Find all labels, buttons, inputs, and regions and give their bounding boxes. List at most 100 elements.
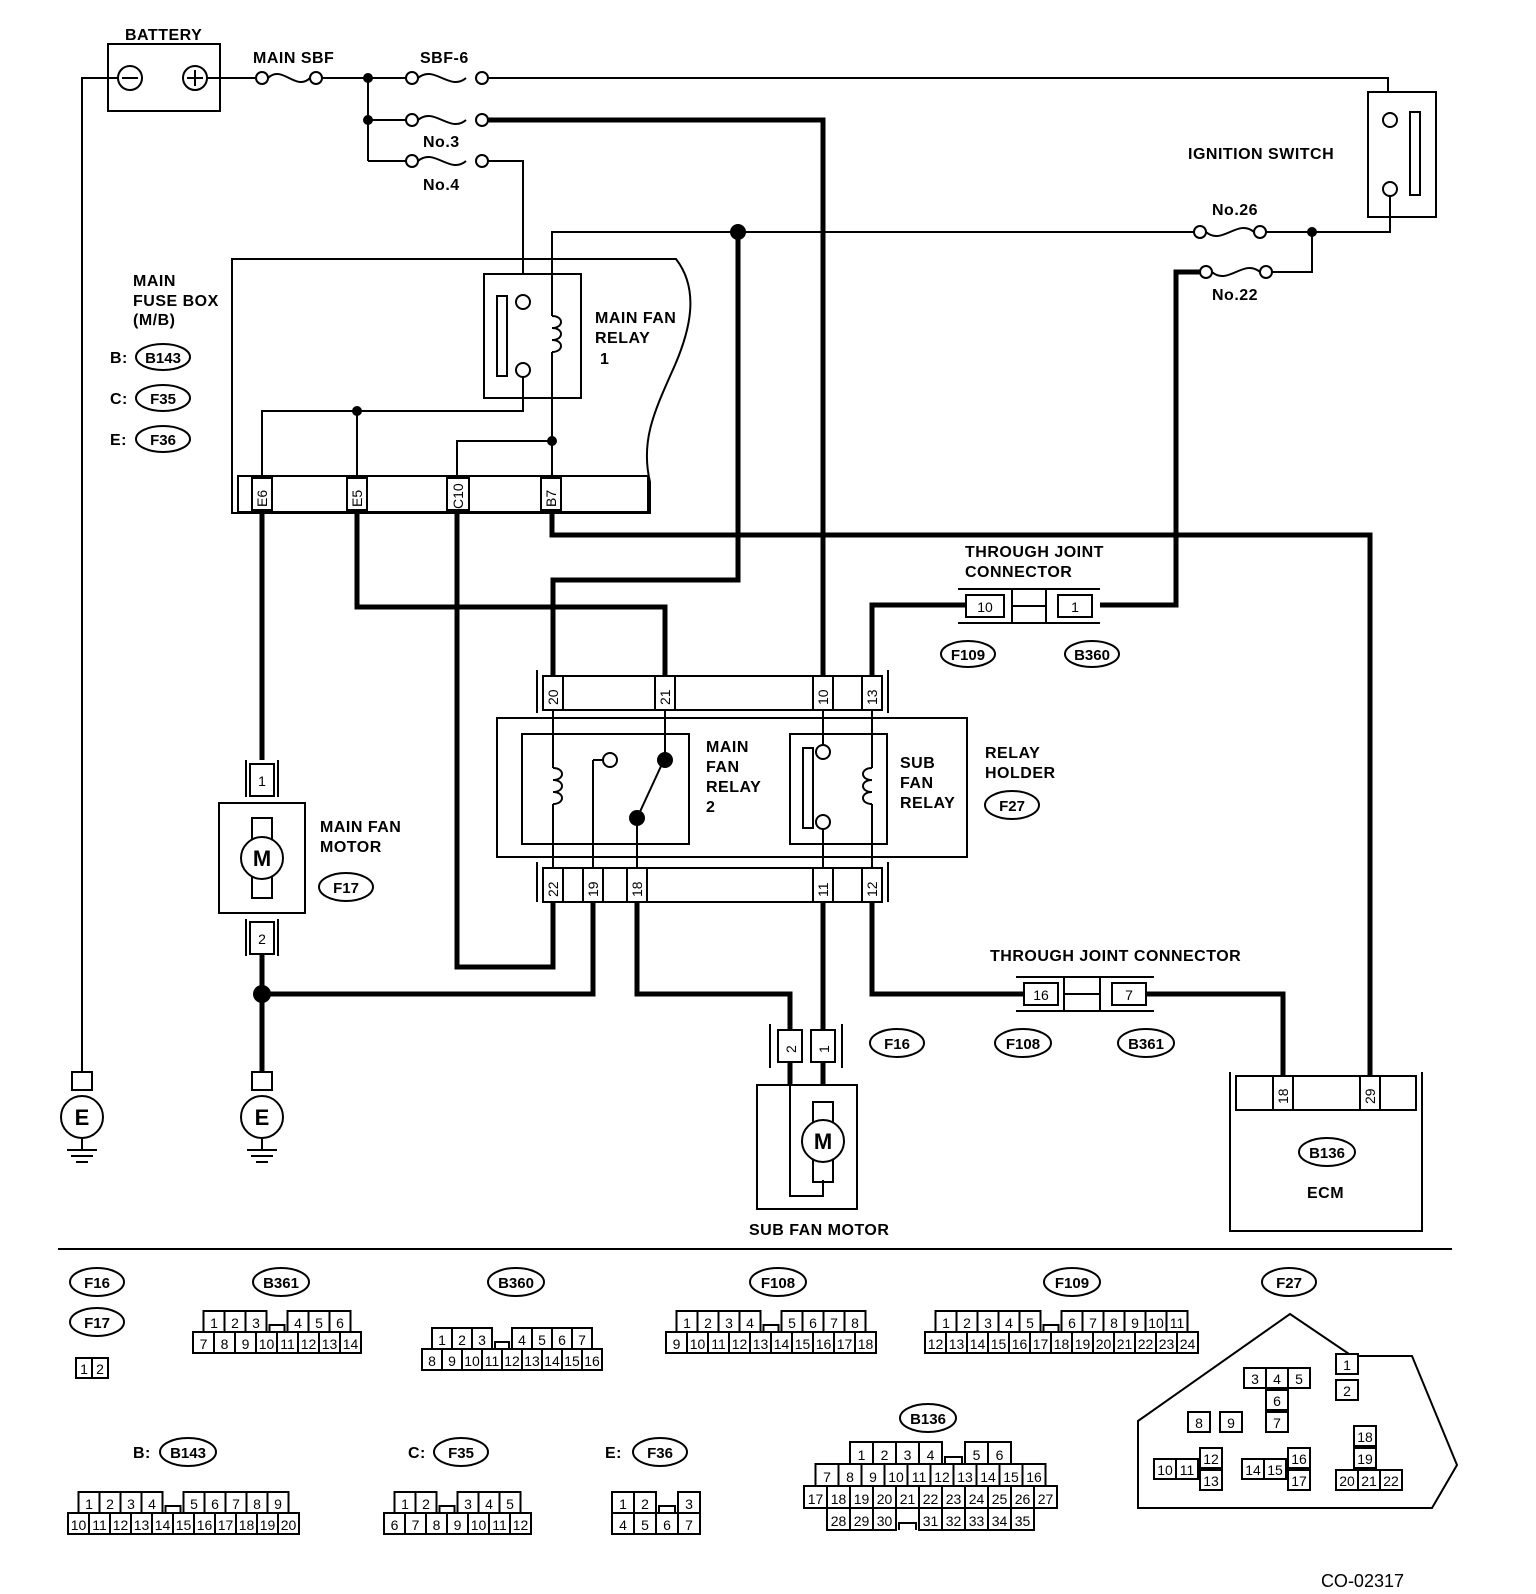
legend-pin-number: 9 [274,1496,282,1512]
legend-pin-number: 17 [1033,1336,1049,1352]
legend-pin-number: 10 [690,1336,706,1352]
main-fan-relay-2-label-1: MAIN [706,739,749,756]
main-fuse-box: MAIN FUSE BOX (M/B) B: B143 C: F35 E: F3… [110,258,692,514]
legend-pin-number: 10 [1157,1462,1173,1478]
legend-pin-number: 1 [438,1332,446,1348]
main-fan-relay-2-label-4: 2 [706,799,715,816]
legend-pin-number: 12 [113,1517,129,1533]
main-fan-motor: 1 M 2 MAIN FAN MOTOR F17 [218,760,401,956]
legend-pin-number: 10 [464,1353,480,1369]
legend-pin-number: 2 [96,1361,104,1377]
main-fan-relay-1-label-2: RELAY [595,330,650,347]
ecm-pin-18: 18 [1275,1088,1291,1104]
legend-pin-number: 8 [221,1336,229,1352]
legend-pin-number: 2 [641,1496,649,1512]
legend-pin-number: 2 [963,1315,971,1331]
legend-pin-cell [509,1512,532,1535]
pin-11: 11 [815,882,831,897]
legend-b361-tag: B361 [263,1275,299,1292]
main-fan-relay-2-label-2: FAN [706,759,740,776]
legend-pin-number: 13 [753,1336,769,1352]
connector-f17-tag: F17 [333,880,359,897]
pin-b7: B7 [543,490,559,507]
legend-pin-number: 14 [544,1353,560,1369]
sub-fan-relay-label-3: RELAY [900,795,955,812]
legend-pin-number: 2 [881,1447,889,1463]
legend-pin-number: 4 [1005,1315,1013,1331]
legend-pin-number: 1 [85,1496,93,1512]
legend-pin-cell [872,1507,897,1531]
legend-pin-number: 17 [1291,1473,1307,1489]
main-fan-relay-1-label-3: 1 [600,351,609,368]
legend-pin-number: 9 [242,1336,250,1352]
legend-pin-number: 3 [252,1315,260,1331]
legend-pin-number: 31 [923,1513,939,1529]
legend-pin-number: 21 [1361,1473,1377,1489]
sub-fan-motor-pin-2: 2 [783,1045,799,1053]
legend-pin-number: 34 [992,1513,1008,1529]
relay-holder-label-1: RELAY [985,745,1040,762]
legend-pin-number: 7 [830,1315,838,1331]
legend-pin-number: 3 [984,1315,992,1331]
legend-pin-number: 6 [211,1496,219,1512]
ground-left-e: E [75,1105,90,1130]
legend-pin-number: 12 [513,1517,529,1533]
tjc-pin-7: 7 [1125,987,1133,1003]
main-fan-motor-m: M [253,846,271,871]
legend-pin-number: 9 [448,1353,456,1369]
legend-pin-number: 4 [746,1315,754,1331]
legend-pin-cell [1199,1447,1223,1469]
ecm-pin-29: 29 [1362,1088,1378,1104]
ignition-switch: IGNITION SWITCH [1188,91,1437,218]
legend-pin-number: 8 [846,1469,854,1485]
legend-pin-number: 6 [1068,1315,1076,1331]
legend-f36-tag: F36 [647,1445,673,1462]
legend-pin-number: 11 [492,1517,507,1533]
fuse-no22: No.22 [1199,265,1273,304]
legend-pin-number: 1 [619,1496,627,1512]
e-prefix: E: [110,432,127,449]
legend-key-notch [164,1505,182,1513]
through-joint-connector-2: THROUGH JOINT CONNECTOR 16 7 F108 B361 [990,948,1241,1058]
sub-fan-relay-label-2: FAN [900,775,934,792]
legend-pin-number: 5 [506,1496,514,1512]
legend-pin-number: 8 [851,1315,859,1331]
legend-pin-number: 4 [927,1447,935,1463]
legend-pin-number: 9 [454,1517,462,1533]
legend-key-notch [898,1522,917,1530]
legend-pin-number: 7 [200,1336,208,1352]
legend-pin-cell [854,1331,877,1354]
legend-pin-number: 7 [1089,1315,1097,1331]
legend-pin-number: 14 [980,1469,996,1485]
main-fan-motor-label-2: MOTOR [320,839,382,856]
tjc1-label-1: THROUGH JOINT [965,544,1104,561]
legend-pin-cell [1379,1469,1403,1491]
junction-dot [253,985,271,1003]
legend-pin-number: 15 [564,1353,580,1369]
legend-pin-number: 22 [1383,1473,1399,1489]
connector-b361-tag: B361 [1128,1036,1164,1053]
main-sbf-fuse: MAIN SBF [253,50,334,85]
legend-f108-tag: F108 [761,1275,795,1292]
legend-pin-number: 7 [823,1469,831,1485]
legend-pin-number: 22 [1138,1336,1154,1352]
legend-pin-number: 32 [946,1513,962,1529]
sub-fan-motor-pin-1: 1 [816,1045,832,1053]
legend-pin-number: 16 [197,1517,213,1533]
ecm-label: ECM [1307,1185,1344,1202]
legend-pin-number: 14 [774,1336,790,1352]
legend-pin-number: 7 [1273,1415,1281,1431]
connector-b136-tag: B136 [1309,1145,1345,1162]
legend-pin-number: 4 [485,1496,493,1512]
legend-pin-number: 5 [1026,1315,1034,1331]
legend-pin-number: 16 [1291,1451,1307,1467]
legend-pin-number: 3 [478,1332,486,1348]
pin-e6: E6 [254,490,270,507]
legend-pin-number: 28 [831,1513,847,1529]
main-sbf-label: MAIN SBF [253,50,334,67]
legend-pin-number: 14 [1245,1462,1261,1478]
legend-pin-number: 13 [1203,1473,1219,1489]
legend-f17-tag: F17 [84,1315,110,1332]
sbf6-label: SBF-6 [420,50,469,67]
legend-b360-tag: B360 [498,1275,534,1292]
